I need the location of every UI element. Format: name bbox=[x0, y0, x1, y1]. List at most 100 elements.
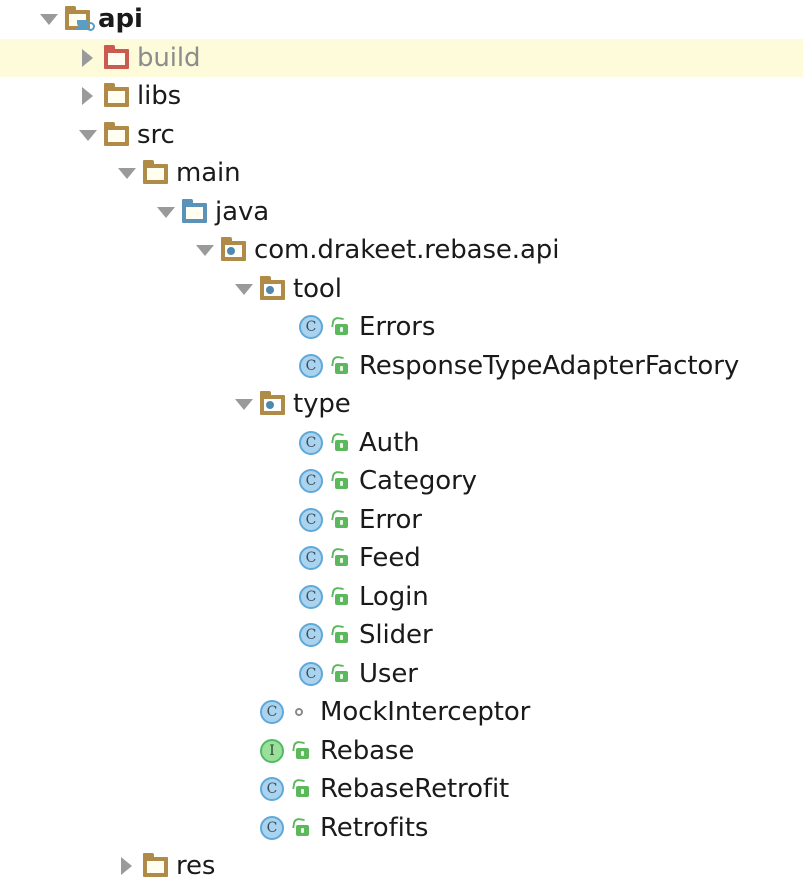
class-icon: C bbox=[297, 352, 325, 380]
tree-row-label: type bbox=[293, 389, 351, 420]
disclosure-spacer bbox=[267, 424, 297, 462]
tree-row[interactable]: C RebaseRetrofit bbox=[0, 770, 803, 809]
indent-spacer bbox=[0, 712, 228, 713]
tree-row[interactable]: api bbox=[0, 0, 803, 39]
indent-spacer bbox=[0, 827, 228, 828]
indent-spacer bbox=[0, 750, 228, 751]
class-icon: C bbox=[297, 429, 325, 457]
disclosure-spacer bbox=[267, 655, 297, 693]
tree-row-label: MockInterceptor bbox=[320, 697, 531, 728]
class-icon: C bbox=[297, 506, 325, 534]
indent-spacer bbox=[0, 19, 33, 20]
package-dot-icon bbox=[266, 401, 274, 410]
indent-spacer bbox=[0, 866, 111, 867]
tree-row[interactable]: C Retrofits bbox=[0, 809, 803, 848]
disclosure-triangle-closed-icon[interactable] bbox=[72, 39, 102, 77]
tree-row[interactable]: C Auth bbox=[0, 424, 803, 463]
disclosure-spacer bbox=[228, 732, 258, 770]
disclosure-triangle-open-icon[interactable] bbox=[111, 154, 141, 192]
indent-spacer bbox=[0, 173, 111, 174]
disclosure-spacer bbox=[267, 578, 297, 616]
disclosure-triangle-open-icon[interactable] bbox=[150, 193, 180, 231]
class-icon: C bbox=[297, 313, 325, 341]
tree-row[interactable]: C MockInterceptor bbox=[0, 693, 803, 732]
class-icon: C bbox=[297, 621, 325, 649]
class-icon: C bbox=[297, 544, 325, 572]
tree-row[interactable]: build bbox=[0, 38, 803, 77]
disclosure-triangle-open-icon[interactable] bbox=[228, 270, 258, 308]
disclosure-triangle-open-icon[interactable] bbox=[72, 116, 102, 154]
tree-row-label: Category bbox=[359, 466, 477, 497]
public-unlocked-badge-icon bbox=[290, 816, 312, 839]
tree-row-label: Auth bbox=[359, 427, 420, 458]
public-unlocked-badge-icon bbox=[290, 739, 312, 762]
disclosure-spacer bbox=[267, 347, 297, 385]
indent-spacer bbox=[0, 327, 267, 328]
disclosure-triangle-closed-icon[interactable] bbox=[111, 847, 141, 885]
disclosure-triangle-open-icon[interactable] bbox=[189, 231, 219, 269]
tree-row[interactable]: java bbox=[0, 193, 803, 232]
tree-row[interactable]: com.drakeet.rebase.api bbox=[0, 231, 803, 270]
indent-spacer bbox=[0, 57, 72, 58]
public-unlocked-badge-icon bbox=[329, 585, 351, 608]
class-icon: C bbox=[258, 775, 286, 803]
tree-row-label: Retrofits bbox=[320, 812, 429, 843]
tree-row-label: api bbox=[98, 4, 143, 35]
tree-row-label: Feed bbox=[359, 543, 421, 574]
class-icon: C bbox=[258, 698, 286, 726]
disclosure-spacer bbox=[267, 308, 297, 346]
indent-spacer bbox=[0, 250, 189, 251]
indent-spacer bbox=[0, 211, 150, 212]
tree-row-label: libs bbox=[137, 81, 182, 112]
tree-row-label: com.drakeet.rebase.api bbox=[254, 235, 560, 266]
disclosure-spacer bbox=[228, 770, 258, 808]
indent-spacer bbox=[0, 442, 267, 443]
indent-spacer bbox=[0, 558, 267, 559]
folder-package-icon bbox=[258, 391, 288, 417]
public-unlocked-badge-icon bbox=[290, 778, 312, 800]
tree-row[interactable]: main bbox=[0, 154, 803, 193]
disclosure-spacer bbox=[267, 501, 297, 539]
disclosure-triangle-open-icon[interactable] bbox=[33, 0, 63, 38]
tree-row[interactable]: tool bbox=[0, 270, 803, 309]
public-unlocked-badge-icon bbox=[329, 470, 351, 492]
tree-row[interactable]: libs bbox=[0, 77, 803, 116]
tree-row[interactable]: C Feed bbox=[0, 539, 803, 578]
public-unlocked-badge-icon bbox=[329, 662, 351, 685]
tree-row-label: Rebase bbox=[320, 735, 415, 766]
tree-row-label: RebaseRetrofit bbox=[320, 774, 510, 805]
tree-row[interactable]: C Errors bbox=[0, 308, 803, 347]
package-dot-icon bbox=[266, 285, 274, 294]
package-private-badge-icon bbox=[290, 701, 312, 723]
folder-package-icon bbox=[219, 237, 249, 263]
indent-spacer bbox=[0, 635, 267, 636]
indent-spacer bbox=[0, 365, 267, 366]
indent-spacer bbox=[0, 134, 72, 135]
indent-spacer bbox=[0, 673, 267, 674]
disclosure-triangle-closed-icon[interactable] bbox=[72, 77, 102, 115]
disclosure-spacer bbox=[267, 616, 297, 654]
tree-row[interactable]: type bbox=[0, 385, 803, 424]
tree-row[interactable]: res bbox=[0, 847, 803, 886]
folder-package-icon bbox=[258, 275, 288, 302]
disclosure-triangle-open-icon[interactable] bbox=[228, 385, 258, 423]
indent-spacer bbox=[0, 481, 267, 482]
tree-row-label: build bbox=[137, 42, 201, 73]
indent-spacer bbox=[0, 789, 228, 790]
tree-row[interactable]: src bbox=[0, 116, 803, 155]
folder-icon bbox=[141, 160, 171, 186]
public-unlocked-badge-icon bbox=[329, 624, 351, 646]
indent-spacer bbox=[0, 596, 267, 597]
class-icon: C bbox=[258, 814, 286, 842]
public-unlocked-badge-icon bbox=[329, 547, 351, 569]
disclosure-spacer bbox=[228, 693, 258, 731]
tree-row-label: Errors bbox=[359, 312, 436, 343]
